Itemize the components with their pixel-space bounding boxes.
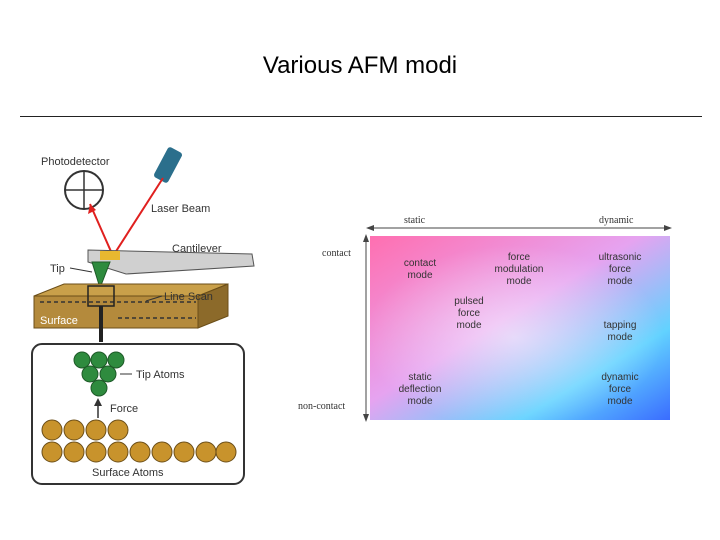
mode-dynamic: dynamic force mode — [601, 372, 638, 407]
surface-atoms — [41, 419, 237, 463]
mode-tapping: tapping mode — [604, 320, 637, 343]
photodetector-icon — [64, 170, 104, 210]
mode-force-modulation-line: mode — [506, 276, 531, 287]
mode-ultrasonic-line: force — [609, 264, 632, 275]
cantilever-label: Cantilever — [172, 243, 222, 255]
axis-static-label: static — [404, 215, 426, 226]
slide-title: Various AFM modi — [262, 52, 458, 79]
laser-beam-label: Laser Beam — [151, 203, 210, 215]
laser-source-icon — [154, 147, 182, 183]
tip — [91, 261, 111, 290]
mode-contact: contact mode — [404, 258, 436, 281]
axis-non-contact-label: non-contact — [298, 401, 345, 412]
axis-down-arrowhead-icon — [363, 414, 369, 422]
mode-force-modulation: force modulation mode — [495, 252, 544, 287]
axis-up-arrowhead-icon — [363, 234, 369, 242]
laser-arrowhead-icon — [88, 204, 96, 214]
mode-ultrasonic: ultrasonic force mode — [599, 252, 642, 287]
mode-dynamic-line: force — [609, 384, 632, 395]
mode-pulsed-line: pulsed — [454, 296, 483, 307]
mode-dynamic-line: mode — [607, 396, 632, 407]
mode-force-modulation-line: force — [508, 252, 531, 263]
mode-force-modulation-line: modulation — [495, 264, 544, 275]
surface-atoms-label: Surface Atoms — [92, 467, 164, 479]
line-scan-label: Line Scan — [164, 291, 213, 303]
mode-gradient-highlight — [370, 236, 670, 420]
afm-schematic: Photodetector Laser Beam Cantilever Tip … — [31, 147, 255, 485]
surface-side — [197, 283, 229, 329]
axis-left-arrowhead-icon — [366, 225, 374, 231]
axis-right-arrowhead-icon — [664, 225, 672, 231]
mode-static-deflection-line: static — [408, 372, 431, 383]
cantilever — [87, 249, 255, 275]
photodetector-label: Photodetector — [41, 156, 110, 168]
force-arrowhead-icon — [94, 398, 102, 406]
mode-ultrasonic-line: ultrasonic — [599, 252, 642, 263]
mode-ultrasonic-line: mode — [607, 276, 632, 287]
axis-contact-label: contact — [322, 248, 351, 259]
mode-contact-line: contact — [404, 258, 436, 269]
mode-pulsed-line: force — [458, 308, 481, 319]
axis-dynamic-label: dynamic — [599, 215, 634, 226]
mode-pulsed-line: mode — [456, 320, 481, 331]
laser-spot — [100, 251, 120, 260]
force-label: Force — [110, 403, 138, 415]
tip-atoms — [73, 351, 125, 397]
tip-atoms-label: Tip Atoms — [136, 369, 185, 381]
mode-tapping-line: mode — [607, 332, 632, 343]
mode-tapping-line: tapping — [604, 320, 637, 331]
afm-modes-map: static dynamic contact non-contact conta… — [298, 215, 672, 422]
zoom-stem — [99, 306, 103, 342]
mode-static-deflection: static deflection mode — [399, 372, 442, 407]
mode-static-deflection-line: mode — [407, 396, 432, 407]
mode-pulsed: pulsed force mode — [454, 296, 483, 331]
mode-dynamic-line: dynamic — [601, 372, 638, 383]
title-divider — [20, 116, 702, 117]
tip-label: Tip — [50, 263, 65, 275]
mode-static-deflection-line: deflection — [399, 384, 442, 395]
surface-label: Surface — [40, 315, 78, 327]
mode-contact-line: mode — [407, 270, 432, 281]
